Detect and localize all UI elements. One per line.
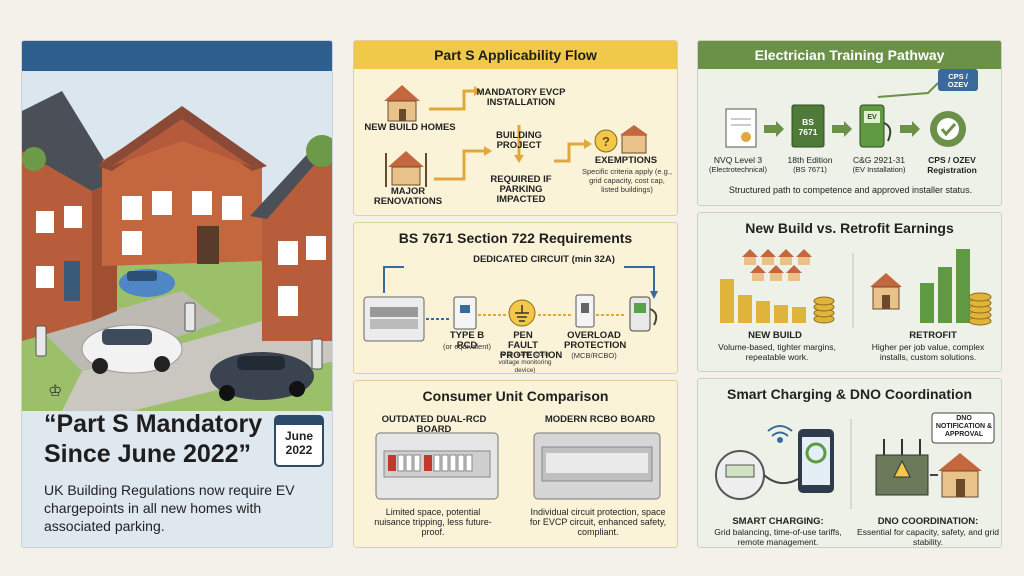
required-if-label: REQUIRED IF PARKING IMPACTED <box>490 174 552 205</box>
dno-coordination-title: DNO COORDINATION: <box>877 516 979 527</box>
applicability-title: Part S Applicability Flow <box>354 41 677 69</box>
bs7671-book-icon <box>791 104 825 148</box>
ev-charger-green-icon <box>859 104 892 148</box>
wifi-icon <box>767 425 793 443</box>
coin-stack-icon <box>813 296 835 324</box>
consumer-unit-icon <box>363 296 425 342</box>
old-board-title: OUTDATED DUAL-RCD BOARD <box>381 414 487 435</box>
exemptions-detail: Specific criteria apply (e.g., grid capa… <box>581 167 673 194</box>
exemption-building-icon <box>620 125 648 154</box>
overload-label: OVERLOAD PROTECTION <box>564 330 627 351</box>
training-title: Electrician Training Pathway <box>698 41 1001 69</box>
new-build-label: NEW BUILD HOMES <box>364 122 456 133</box>
smart-charging-title: SMART CHARGING: <box>732 516 824 527</box>
cps-badge-icon <box>930 111 966 147</box>
earnings-title: New Build vs. Retrofit Earnings <box>745 220 954 236</box>
certificate-icon <box>725 108 757 148</box>
svg-text:?: ? <box>602 134 610 149</box>
retrofit-house-icon <box>870 273 902 310</box>
royal-crest-icon: ♔ <box>48 383 63 400</box>
retrofit-title: RETROFIT <box>909 330 957 341</box>
calendar-icon: June 2022 <box>274 415 324 467</box>
applicability-flow-diagram: ? <box>384 85 648 187</box>
dno-house-icon <box>938 453 982 498</box>
step-3-sub: (EV Installation) <box>852 165 906 174</box>
dedicated-circuit-label: DEDICATED CIRCUIT (min 32A) <box>473 254 615 265</box>
hero-top-bar <box>22 41 332 71</box>
circuit-diagram <box>363 266 658 342</box>
ev-charger-icon <box>629 296 658 332</box>
retrofit-bars <box>920 249 970 323</box>
house-center <box>97 106 267 266</box>
calendar-month: June <box>284 429 313 443</box>
smart-title: Smart Charging & DNO Coordination <box>727 386 972 402</box>
dual-rcd-board-icon <box>375 432 499 500</box>
new-build-desc: Volume-based, tighter margins, repeatabl… <box>718 342 836 362</box>
training-caption: Structured path to competence and approv… <box>728 185 973 195</box>
renovation-house-icon <box>385 151 427 187</box>
earnings-illustration <box>720 249 992 328</box>
rcbo-board-icon <box>533 432 661 500</box>
house-row-icon <box>742 249 812 281</box>
consumer-unit-panel: Consumer Unit Comparison OUTDATED DUAL-R… <box>353 380 678 548</box>
step-2-sub: (BS 7671) <box>793 165 827 174</box>
building-project-label: BUILDING PROJECT <box>496 130 542 151</box>
bs7671-panel: BS 7671 Section 722 Requirements DEDICAT… <box>353 222 678 374</box>
applicability-panel: Part S Applicability Flow <box>353 40 678 216</box>
car-dark <box>210 352 314 401</box>
smart-charging-illustration <box>715 412 995 509</box>
housing-estate-illustration <box>22 71 332 411</box>
cps-tag: CPS / OZEV <box>947 72 969 89</box>
rcd-device-icon <box>453 296 477 330</box>
smartphone-icon <box>798 429 834 493</box>
rcd-label: TYPE B RCD <box>449 330 485 351</box>
bs7671-title: BS 7671 Section 722 Requirements <box>398 230 633 246</box>
major-renovations-label: MAJOR RENOVATIONS <box>373 186 443 207</box>
earnings-panel: New Build vs. Retrofit Earnings <box>697 212 1002 372</box>
step-2-title: 18th Edition <box>787 155 833 165</box>
car-white <box>81 324 183 374</box>
calendar-year: 2022 <box>285 443 313 457</box>
dno-tag: DNO NOTIFICATION & APPROVAL <box>935 415 993 438</box>
pen-sub: (e.g., earth rod or voltage monitoring d… <box>498 351 552 374</box>
new-build-bars <box>720 279 806 323</box>
training-pathway-diagram <box>725 69 978 148</box>
step-1-sub: (Electrotechnical) <box>709 165 767 174</box>
earth-symbol-icon <box>508 299 536 327</box>
charger-label: EV <box>867 114 877 121</box>
new-build-title: NEW BUILD <box>748 330 802 341</box>
smart-charging-desc: Grid balancing, time-of-use tariffs, rem… <box>714 527 842 547</box>
coin-stack-large-icon <box>968 292 992 326</box>
dno-coordination-desc: Essential for capacity, safety, and grid… <box>857 527 999 547</box>
new-board-desc: Individual circuit protection, space for… <box>529 507 667 537</box>
hero-description: UK Building Regulations now require EV c… <box>44 482 295 534</box>
consumer-unit-title: Consumer Unit Comparison <box>422 388 609 404</box>
new-board-title: MODERN RCBO BOARD <box>544 414 656 425</box>
step-4-title: CPS / OZEV <box>928 155 976 165</box>
exemptions-label: EXEMPTIONS <box>594 155 658 166</box>
pen-label: PEN FAULT PROTECTION <box>500 330 563 361</box>
step-4-sub: Registration <box>927 165 977 175</box>
hero-panel: ♔ “Part S Mandatory Since June 2022” Jun… <box>21 40 333 548</box>
mandatory-label: MANDATORY EVCP INSTALLATION <box>476 87 566 108</box>
substation-transformer-icon <box>875 439 929 496</box>
smart-charging-panel: Smart Charging & DNO Coordination <box>697 378 1002 548</box>
retrofit-desc: Higher per job value, complex installs, … <box>871 342 985 362</box>
car-blue <box>119 269 175 297</box>
old-board-desc: Limited space, potential nuisance trippi… <box>374 507 492 537</box>
new-build-house-icon <box>384 85 420 122</box>
smart-meter-icon <box>715 450 765 500</box>
hero-quote: “Part S Mandatory Since June 2022” <box>44 410 263 468</box>
rcd-sub: (or equivalent) <box>443 342 491 351</box>
book-label: BS 7671 <box>798 117 818 137</box>
training-panel: Electrician Training Pathway <box>697 40 1002 206</box>
step-3-title: C&G 2921-31 <box>853 155 905 165</box>
overload-sub: (MCB/RCBO) <box>571 351 617 360</box>
board-illustrations <box>375 432 661 500</box>
mcb-device-icon <box>575 294 595 328</box>
step-1-title: NVQ Level 3 <box>713 155 763 165</box>
